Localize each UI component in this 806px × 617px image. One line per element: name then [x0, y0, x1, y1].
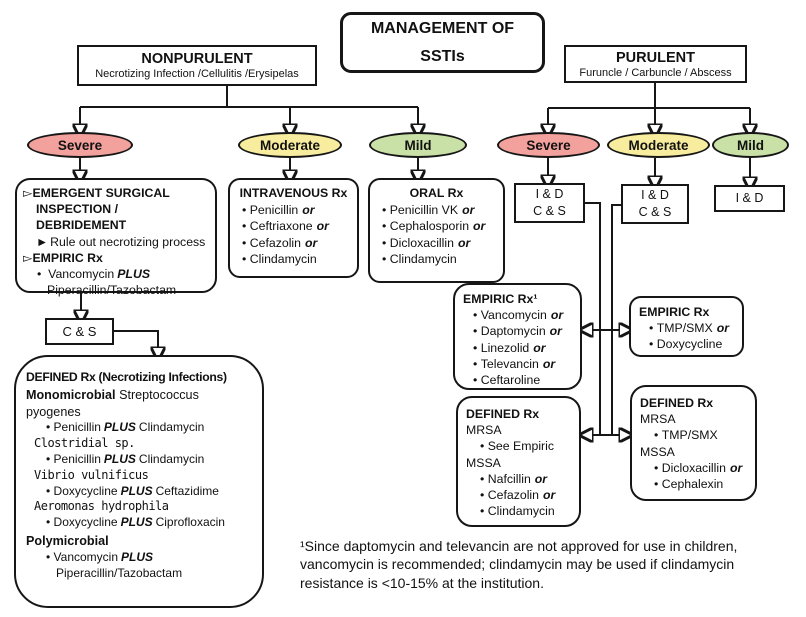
purulent-title: PURULENT	[616, 49, 695, 66]
drug-item: Cephalexin	[654, 476, 755, 492]
severity-oval-purulent-mild: Mild	[712, 132, 789, 158]
nonpurulent-title: NONPURULENT	[141, 51, 253, 68]
drug-item: Ceftaroline	[473, 372, 580, 388]
culture-sensitivity-box: C & S	[45, 318, 114, 345]
organism-section: Polymicrobial VancomycinPLUSPiperacillin…	[26, 533, 256, 581]
pointer-icon: ►	[36, 234, 49, 249]
rule-out-line: ►Rule out necrotizing process	[36, 234, 206, 249]
severity-oval-nonpurulent-severe: Severe	[27, 132, 133, 158]
purulent-header: PURULENT Furuncle / Carbuncle / Abscess	[564, 45, 747, 83]
title-line1: MANAGEMENT OF	[370, 19, 515, 37]
footnote: ¹Since daptomycin and televancin are not…	[300, 538, 738, 591]
chart-title: MANAGEMENT OF SSTIs	[340, 12, 545, 73]
drug-item: See Empiric	[480, 438, 579, 454]
defined-necro-title: DEFINED Rx (Necrotizing Infections)	[26, 370, 227, 384]
drug-item: Clindamycin	[480, 503, 579, 519]
empiric-heading: ▻EMPIRIC Rx	[23, 250, 103, 265]
severity-oval-purulent-moderate: Moderate	[607, 132, 710, 158]
emergent-surgical-box: ▻EMERGENT SURGICAL INSPECTION / DEBRIDEM…	[15, 178, 217, 297]
defined-rx-moderate-box: DEFINED Rx MRSA TMP/SMX MSSA Dicloxacill…	[630, 385, 757, 501]
incision-drainage-culture-box-moderate: I & D C & S	[621, 184, 689, 224]
organism-section: Aeromonas hydrophila DoxycyclinePLUSCipr…	[26, 499, 256, 531]
incision-drainage-culture-box-severe: I & D C & S	[514, 183, 585, 223]
section-marker-icon: ▻	[23, 186, 33, 200]
defined-rx-severe-box: DEFINED Rx MRSA See Empiric MSSA Nafcill…	[456, 396, 581, 527]
group-label: MSSA	[640, 444, 675, 459]
iv-box-title: INTRAVENOUS Rx	[239, 186, 348, 200]
defined-moderate-title: DEFINED Rx	[640, 396, 714, 410]
organism-section: Monomicrobial Streptococcus pyogenes Pen…	[26, 387, 256, 436]
empiric-moderate-title: EMPIRIC Rx	[639, 305, 710, 319]
drug-item: TMP/SMX	[654, 427, 755, 443]
drug-item: Clindamycin	[242, 251, 357, 267]
nonpurulent-header: NONPURULENT Necrotizing Infection /Cellu…	[77, 45, 317, 86]
empiric-severe-title: EMPIRIC Rx¹	[463, 292, 538, 306]
group-label: MRSA	[466, 423, 502, 438]
oral-box-title: ORAL Rx	[409, 186, 464, 200]
severity-oval-nonpurulent-mild: Mild	[369, 132, 467, 158]
emergent-heading: ▻EMERGENT SURGICAL INSPECTION / DEBRIDEM…	[23, 186, 170, 233]
severity-oval-purulent-severe: Severe	[497, 132, 600, 158]
purulent-subtitle: Furuncle / Carbuncle / Abscess	[579, 66, 732, 79]
title-line2: SSTIs	[420, 47, 465, 65]
nonpurulent-subtitle: Necrotizing Infection /Cellulitis /Erysi…	[95, 68, 299, 81]
group-label: MSSA	[466, 455, 501, 470]
defined-severe-title: DEFINED Rx	[466, 407, 540, 421]
defined-rx-necrotizing-box: DEFINED Rx (Necrotizing Infections) Mono…	[14, 355, 264, 608]
incision-drainage-box-mild: I & D	[714, 185, 785, 212]
organism-section: Clostridial sp. PenicillinPLUSClindamyci…	[26, 436, 256, 468]
severity-oval-nonpurulent-moderate: Moderate	[238, 132, 342, 158]
organism-section: Vibrio vulnificus DoxycyclinePLUSCeftazi…	[26, 468, 256, 500]
drug-item: Doxycycline	[649, 336, 742, 352]
section-marker-icon: ▻	[23, 250, 33, 265]
group-label: MRSA	[640, 412, 676, 427]
drug-item: Clindamycin	[382, 251, 503, 267]
